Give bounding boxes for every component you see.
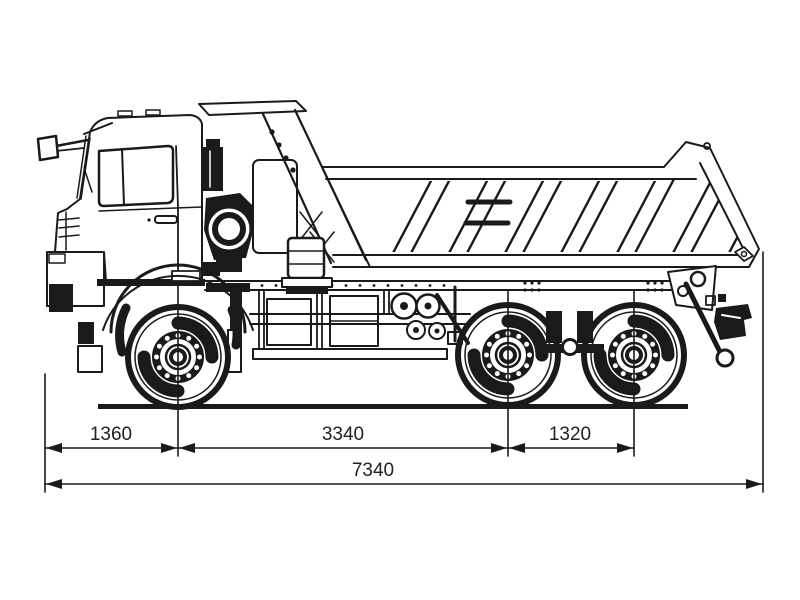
ground-line	[98, 404, 688, 409]
dump-bed	[198, 100, 760, 268]
dimension-wheelbase	[177, 443, 509, 453]
tailgate-mechanism	[667, 265, 752, 368]
dimension-label-rear-axle-spacing: 1320	[549, 424, 591, 445]
cab	[36, 109, 254, 373]
hoist-cylinder	[281, 236, 333, 294]
dimension-label-wheelbase: 3340	[322, 424, 364, 445]
dimension-label-overall-length: 7340	[352, 460, 394, 481]
dimension-label-front-overhang: 1360	[90, 424, 132, 445]
mirror	[36, 134, 90, 162]
chassis	[204, 236, 701, 373]
dimension-overall-length	[44, 479, 764, 489]
dimension-rear-axle-spacing	[507, 443, 635, 453]
dimension-annotations	[44, 251, 764, 493]
dimension-front-overhang	[44, 443, 179, 453]
